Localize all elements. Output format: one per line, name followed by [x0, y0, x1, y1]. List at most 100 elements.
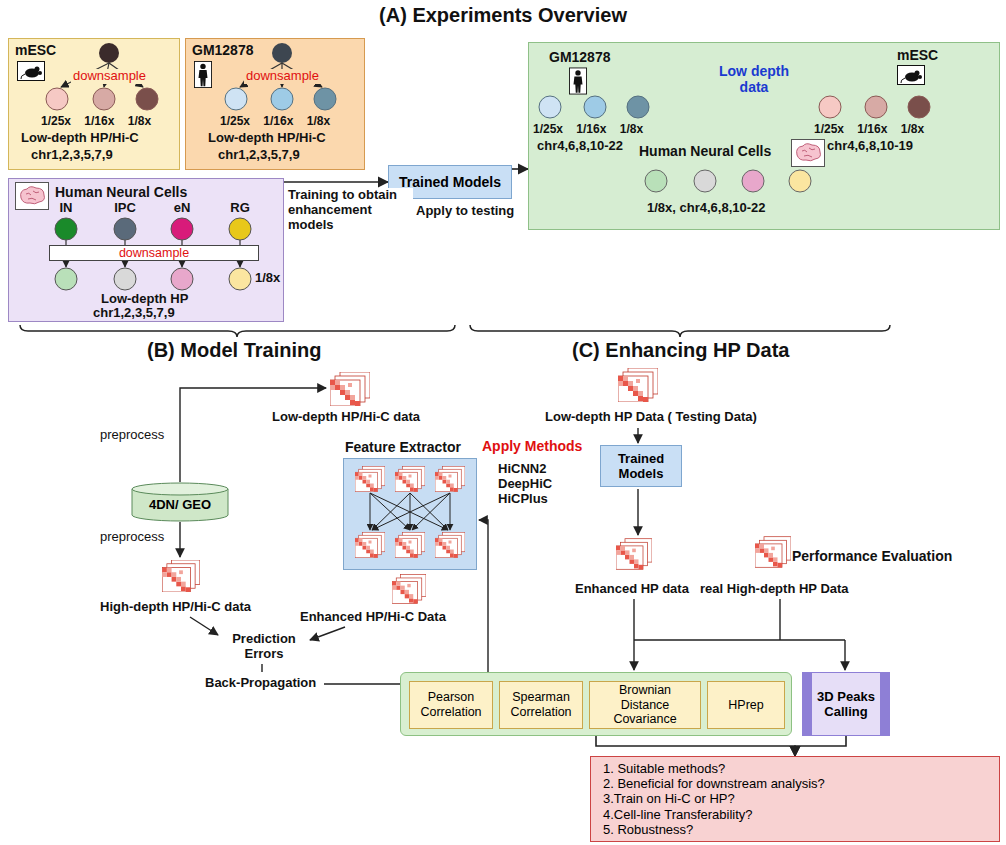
svg-circle	[229, 218, 251, 240]
metric-box: HPrep	[707, 681, 785, 729]
node-text: RG	[220, 201, 260, 216]
brace	[20, 325, 890, 337]
annotation-label: Performance Evaluation	[792, 548, 952, 564]
svg-line	[412, 493, 450, 530]
annotation-label: Enhanced HP/Hi-C Data	[300, 610, 446, 625]
annotation-label: High-depth HP/Hi-C data	[100, 600, 251, 615]
svg-path	[20, 325, 455, 337]
svg-use	[395, 466, 425, 492]
metric-box: Spearman Correlation	[499, 681, 583, 729]
node-text: IN	[46, 201, 86, 216]
svg-circle	[225, 88, 247, 110]
svg-line	[372, 493, 450, 530]
svg-path	[634, 599, 845, 640]
svg-circle	[627, 96, 649, 118]
svg-circle	[99, 43, 119, 63]
extractor-art	[343, 438, 477, 570]
node-text: 5. Robustness?	[603, 822, 693, 837]
connector-arrow	[596, 736, 795, 756]
svg-path	[180, 388, 326, 482]
node-text: eN	[162, 201, 202, 216]
annotation-label: preprocess	[100, 428, 164, 443]
svg-path	[637, 428, 638, 443]
svg-path	[179, 522, 180, 557]
node-text: chr1,2,3,5,7,9	[218, 148, 300, 163]
svg-circle	[114, 268, 136, 290]
annotation-label: HiCNN2 DeepHiC HiCPlus	[498, 462, 562, 507]
node-text: IPC	[105, 201, 145, 216]
svg-use	[569, 68, 586, 94]
node-text: Low depth data	[711, 63, 797, 95]
svg-circle	[171, 218, 193, 240]
node-text: downsample	[119, 246, 189, 261]
annotation-label: real High-depth HP Data	[700, 582, 849, 597]
connector-arrow	[512, 168, 528, 170]
svg-use	[435, 466, 465, 492]
node-text: chr4,6,8,10-22	[537, 139, 623, 154]
svg-use	[16, 183, 49, 210]
questions-box: 1. Suitable methods?2. Beneficial for do…	[590, 756, 1000, 842]
metric-box: Brownian Distance Covariance	[589, 681, 701, 729]
node-text: 2. Beneficial for downstream analysis?	[603, 776, 825, 791]
svg-circle	[694, 170, 716, 192]
svg-circle	[136, 88, 158, 110]
svg-use	[355, 466, 385, 492]
matrix-stacks	[162, 368, 791, 603]
svg-circle	[46, 88, 68, 110]
svg-use	[616, 539, 652, 570]
node-text: Low-depth HP/Hi-C	[208, 131, 326, 146]
connector-arrow	[795, 736, 846, 756]
svg-g	[225, 88, 336, 110]
node-text: 4.Cell-line Transferability?	[603, 807, 753, 822]
node-text: chr1,2,3,5,7,9	[31, 148, 113, 163]
node-text: Trained Models	[399, 174, 501, 191]
node-text: 1/25x 1/16x 1/8x	[533, 123, 643, 137]
cell-line-box: GM12878downsample1/25x 1/16x 1/8xLow-dep…	[185, 38, 365, 170]
node-text: Brownian Distance Covariance	[593, 683, 697, 727]
svg-circle	[229, 268, 251, 290]
annotation-label: Low-depth HP/Hi-C data	[272, 410, 420, 425]
svg-path	[310, 627, 345, 640]
svg-circle	[908, 96, 930, 118]
svg-use	[355, 532, 385, 558]
svg-circle	[314, 88, 336, 110]
node-text: 1/25x 1/16x 1/8x	[814, 123, 924, 137]
svg-circle	[271, 88, 293, 110]
svg-use	[392, 575, 426, 604]
svg-circle	[55, 218, 77, 240]
downsample-bar: downsample	[49, 245, 259, 261]
annotation-label: preprocess	[100, 530, 164, 545]
svg-g	[539, 96, 649, 118]
testing-panel: GM12878Low depth datamESC1/25x 1/16x 1/8…	[528, 42, 1000, 230]
node-text: Feature Extractor	[345, 439, 461, 455]
svg-use	[792, 140, 825, 167]
node-text: Low-depth HP	[101, 292, 188, 307]
annotation-label: Back-Propagation	[205, 676, 316, 691]
node-text: chr4,6,8,10-19	[827, 139, 913, 154]
svg-circle	[114, 218, 136, 240]
svg-use	[162, 560, 200, 592]
svg-line	[372, 493, 410, 530]
svg-circle	[272, 43, 292, 63]
svg-rect	[344, 459, 477, 570]
database: 4DN/ GEO	[130, 482, 230, 522]
node-text: HPrep	[728, 698, 763, 713]
annotation-label: Enhanced HP data	[575, 582, 689, 597]
node-text: GM12878	[192, 42, 253, 58]
peaks-box: 3D Peaks Calling	[802, 672, 890, 736]
svg-circle	[171, 268, 193, 290]
svg-use	[898, 66, 925, 85]
node-text: GM12878	[549, 49, 610, 65]
cell-line-box: Human Neural CellsINIPCeNRG1/8xLow-depth…	[8, 178, 284, 322]
annotation-label: Prediction Errors	[222, 632, 306, 662]
svg-circle	[93, 88, 115, 110]
node-text: 3D Peaks Calling	[812, 689, 880, 720]
svg-circle	[584, 96, 606, 118]
metrics-band: Pearson CorrelationSpearman CorrelationB…	[400, 672, 792, 736]
node-text: Human Neural Cells	[55, 184, 187, 200]
node-text: mESC	[15, 42, 56, 58]
node-text: Spearman Correlation	[503, 690, 579, 720]
node-text: downsample	[71, 69, 148, 84]
svg-g	[240, 63, 322, 87]
